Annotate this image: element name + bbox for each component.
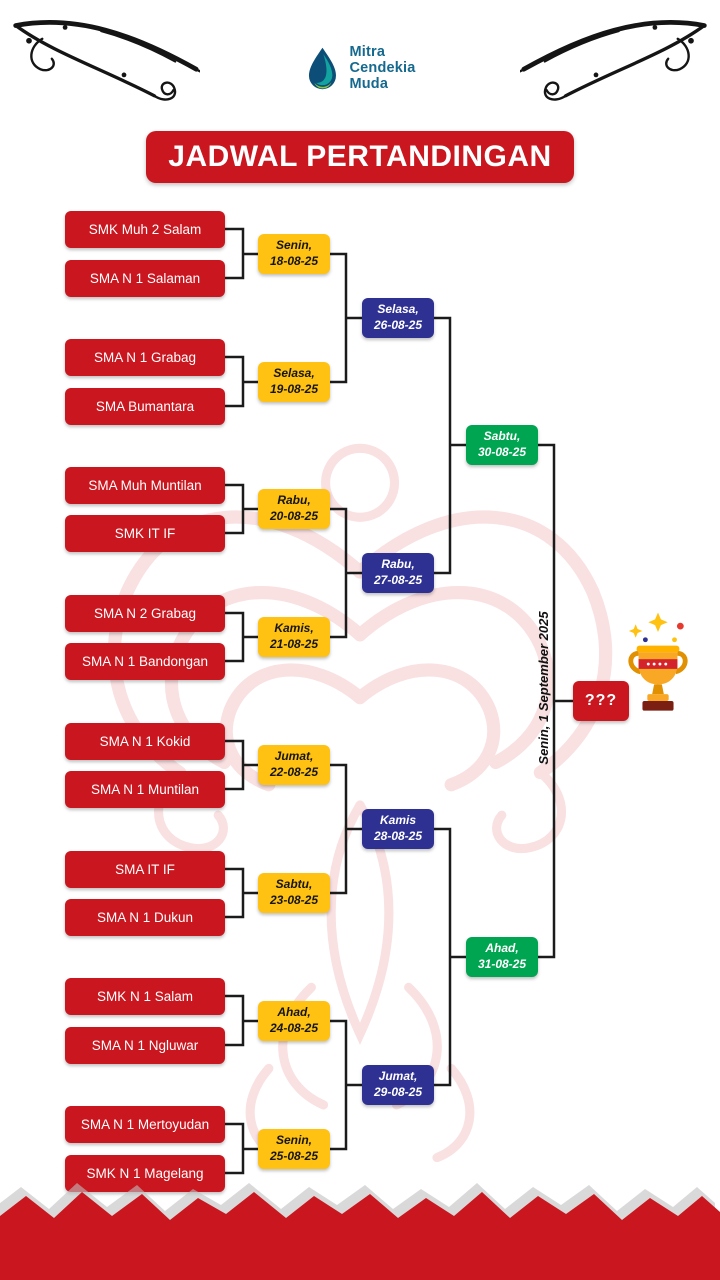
round1-match-6: Sabtu, 23-08-25 [258,873,330,913]
match-date: 26-08-25 [373,318,423,332]
final-date-label: Senin, 1 September 2025 [536,611,551,765]
team-box: SMA N 1 Dukun [65,899,225,936]
logo: Mitra Cendekia Muda [304,44,415,93]
match-date: 23-08-25 [269,893,319,907]
match-day: Senin, [275,238,312,253]
team-box: SMA N 1 Kokid [65,723,225,760]
semifinal-2: Ahad, 31-08-25 [466,937,538,977]
team-box: SMA Bumantara [65,388,225,425]
match-date: 18-08-25 [269,254,319,268]
team-box: SMK N 1 Magelang [65,1155,225,1192]
team-box: SMA N 1 Grabag [65,339,225,376]
match-day: Jumat, [274,749,314,764]
match-date: 30-08-25 [477,445,527,459]
match-date: 31-08-25 [477,957,527,971]
match-day: Ahad, [277,1005,311,1020]
round1-match-1: Senin, 18-08-25 [258,234,330,274]
team-box: SMA N 1 Bandongan [65,643,225,680]
logo-line-1: Mitra [349,44,386,60]
logo-text: Mitra Cendekia Muda [349,44,415,93]
match-date: 20-08-25 [269,509,319,523]
logo-drop-icon [308,47,336,90]
match-day: Sabtu, [275,877,313,892]
match-day: Jumat, [378,1069,418,1084]
logo-line-2: Cendekia [349,60,416,77]
semifinal-1: Sabtu, 30-08-25 [466,425,538,465]
round2-match-1: Selasa, 26-08-25 [362,298,434,338]
round1-match-2: Selasa, 19-08-25 [258,362,330,402]
match-day: Ahad, [485,941,519,956]
torn-paper-edge [0,1183,720,1280]
trophy-icon [628,612,688,711]
team-box: SMK N 1 Salam [65,978,225,1015]
match-date: 28-08-25 [373,829,423,843]
final-winner-box: ??? [573,681,629,721]
team-box: SMK IT IF [65,515,225,552]
team-box: SMA N 1 Ngluwar [65,1027,225,1064]
corner-flourish-right-icon [520,20,707,101]
match-day: Sabtu, [483,429,521,444]
team-box: SMA N 1 Muntilan [65,771,225,808]
page-title: JADWAL PERTANDINGAN [168,140,552,173]
team-box: SMA Muh Muntilan [65,467,225,504]
match-date: 21-08-25 [269,637,319,651]
corner-flourish-left-icon [13,20,200,101]
team-box: SMA N 1 Mertoyudan [65,1106,225,1143]
round1-match-8: Senin, 25-08-25 [258,1129,330,1169]
match-date: 19-08-25 [269,382,319,396]
round2-match-4: Jumat, 29-08-25 [362,1065,434,1105]
match-day: Kamis, [274,621,314,636]
match-date: 24-08-25 [269,1021,319,1035]
team-box: SMA N 2 Grabag [65,595,225,632]
match-date: 22-08-25 [269,765,319,779]
match-day: Rabu, [381,557,415,572]
match-day: Rabu, [277,493,311,508]
team-box: SMA IT IF [65,851,225,888]
team-box: SMK Muh 2 Salam [65,211,225,248]
match-date: 25-08-25 [269,1149,319,1163]
match-date: 29-08-25 [373,1085,423,1099]
match-date: 27-08-25 [373,573,423,587]
round1-match-7: Ahad, 24-08-25 [258,1001,330,1041]
round2-match-3: Kamis 28-08-25 [362,809,434,849]
logo-line-3: Muda [349,76,389,93]
team-box: SMA N 1 Salaman [65,260,225,297]
round1-match-5: Jumat, 22-08-25 [258,745,330,785]
round1-match-4: Kamis, 21-08-25 [258,617,330,657]
match-day: Selasa, [273,366,315,381]
match-day: Senin, [275,1133,312,1148]
title-banner: JADWAL PERTANDINGAN [146,131,574,183]
round1-match-3: Rabu, 20-08-25 [258,489,330,529]
round2-match-2: Rabu, 27-08-25 [362,553,434,593]
match-day: Kamis [379,813,417,828]
match-day: Selasa, [377,302,419,317]
